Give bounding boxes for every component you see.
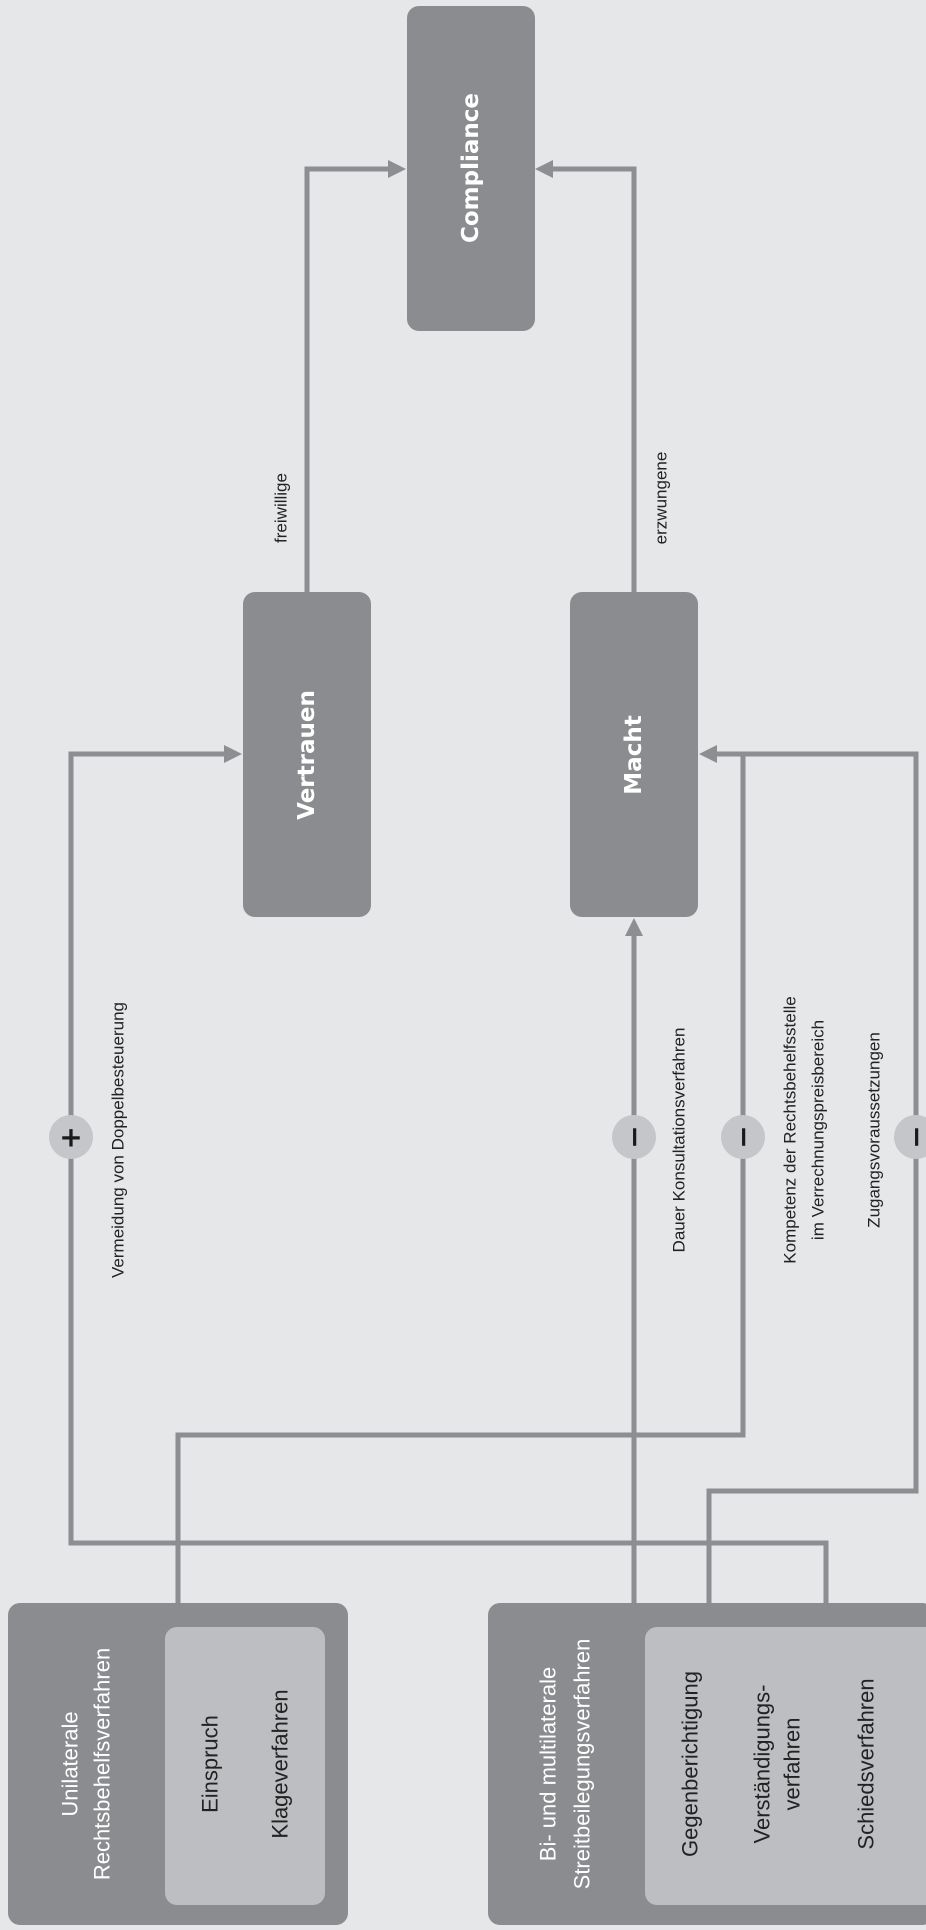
compliance-node: Compliance	[407, 6, 535, 331]
label-zugang: Zugangsvoraussetzungen	[865, 1032, 884, 1228]
minus-sign-konsultation: −	[618, 1125, 651, 1148]
vertrauen-label: Vertrauen	[294, 690, 320, 820]
minus-sign-kompetenz: −	[727, 1125, 760, 1148]
unilateral-title-line2: Rechtsbehelfsverfahren	[90, 1648, 115, 1880]
arrow-into-vertrauen	[224, 745, 242, 763]
item-gegenberichtigung: Gegenberichtigung	[678, 1671, 703, 1857]
label-erzwungene: erzwungene	[652, 452, 671, 545]
arrow-into-macht-side	[699, 745, 717, 763]
macht-node: Macht	[570, 592, 698, 917]
bilateral-items-panel	[645, 1627, 926, 1905]
plus-badge: +	[49, 1115, 93, 1159]
item-einspruch: Einspruch	[198, 1715, 223, 1813]
item-schiedsverfahren: Schiedsverfahren	[854, 1678, 879, 1849]
edge-vertrauen-compliance	[304, 166, 396, 592]
bilateral-title-line1: Bi- und multilaterale	[536, 1667, 561, 1861]
label-kompetenz-line2: im Verrechnungspreisbereich	[809, 1020, 828, 1240]
plus-sign: +	[59, 1121, 82, 1154]
arrow-into-compliance-bottom	[535, 160, 553, 178]
label-doppelbesteuerung: Vermeidung von Doppelbesteuerung	[109, 1002, 128, 1278]
bilateral-title-line2: Streitbeilegungsverfahren	[570, 1639, 595, 1890]
minus-sign-zugang: −	[900, 1125, 926, 1148]
arrow-into-macht-bottom	[625, 918, 643, 936]
vertrauen-node: Vertrauen	[243, 592, 371, 917]
unilateral-title-line1: Unilaterale	[58, 1711, 83, 1816]
compliance-label: Compliance	[458, 93, 484, 243]
edge-zugang	[706, 751, 919, 1603]
arrow-into-compliance-top	[388, 160, 406, 178]
bilateral-box: Bi- und multilaterale Streitbeilegungsve…	[488, 1603, 926, 1925]
item-verstaendigung-line2: verfahren	[780, 1718, 805, 1811]
minus-badge-kompetenz: −	[721, 1115, 765, 1159]
minus-badge-konsultation: −	[612, 1115, 656, 1159]
unilateral-box: Unilaterale Rechtsbehelfsverfahren Einsp…	[8, 1603, 348, 1925]
item-klageverfahren: Klageverfahren	[268, 1689, 293, 1838]
item-verstaendigung-line1: Verständigungs-	[750, 1685, 775, 1844]
edge-macht-compliance	[545, 166, 637, 592]
unilateral-items-panel	[165, 1627, 325, 1905]
edge-doppelbesteuerung	[68, 751, 829, 1603]
label-freiwillige: freiwillige	[272, 473, 291, 543]
label-konsultation: Dauer Konsultationsverfahren	[670, 1028, 689, 1253]
macht-label: Macht	[621, 715, 647, 794]
label-kompetenz-line1: Kompetenz der Rechtsbehelfsstelle	[781, 996, 800, 1263]
minus-badge-zugang: −	[894, 1115, 926, 1159]
